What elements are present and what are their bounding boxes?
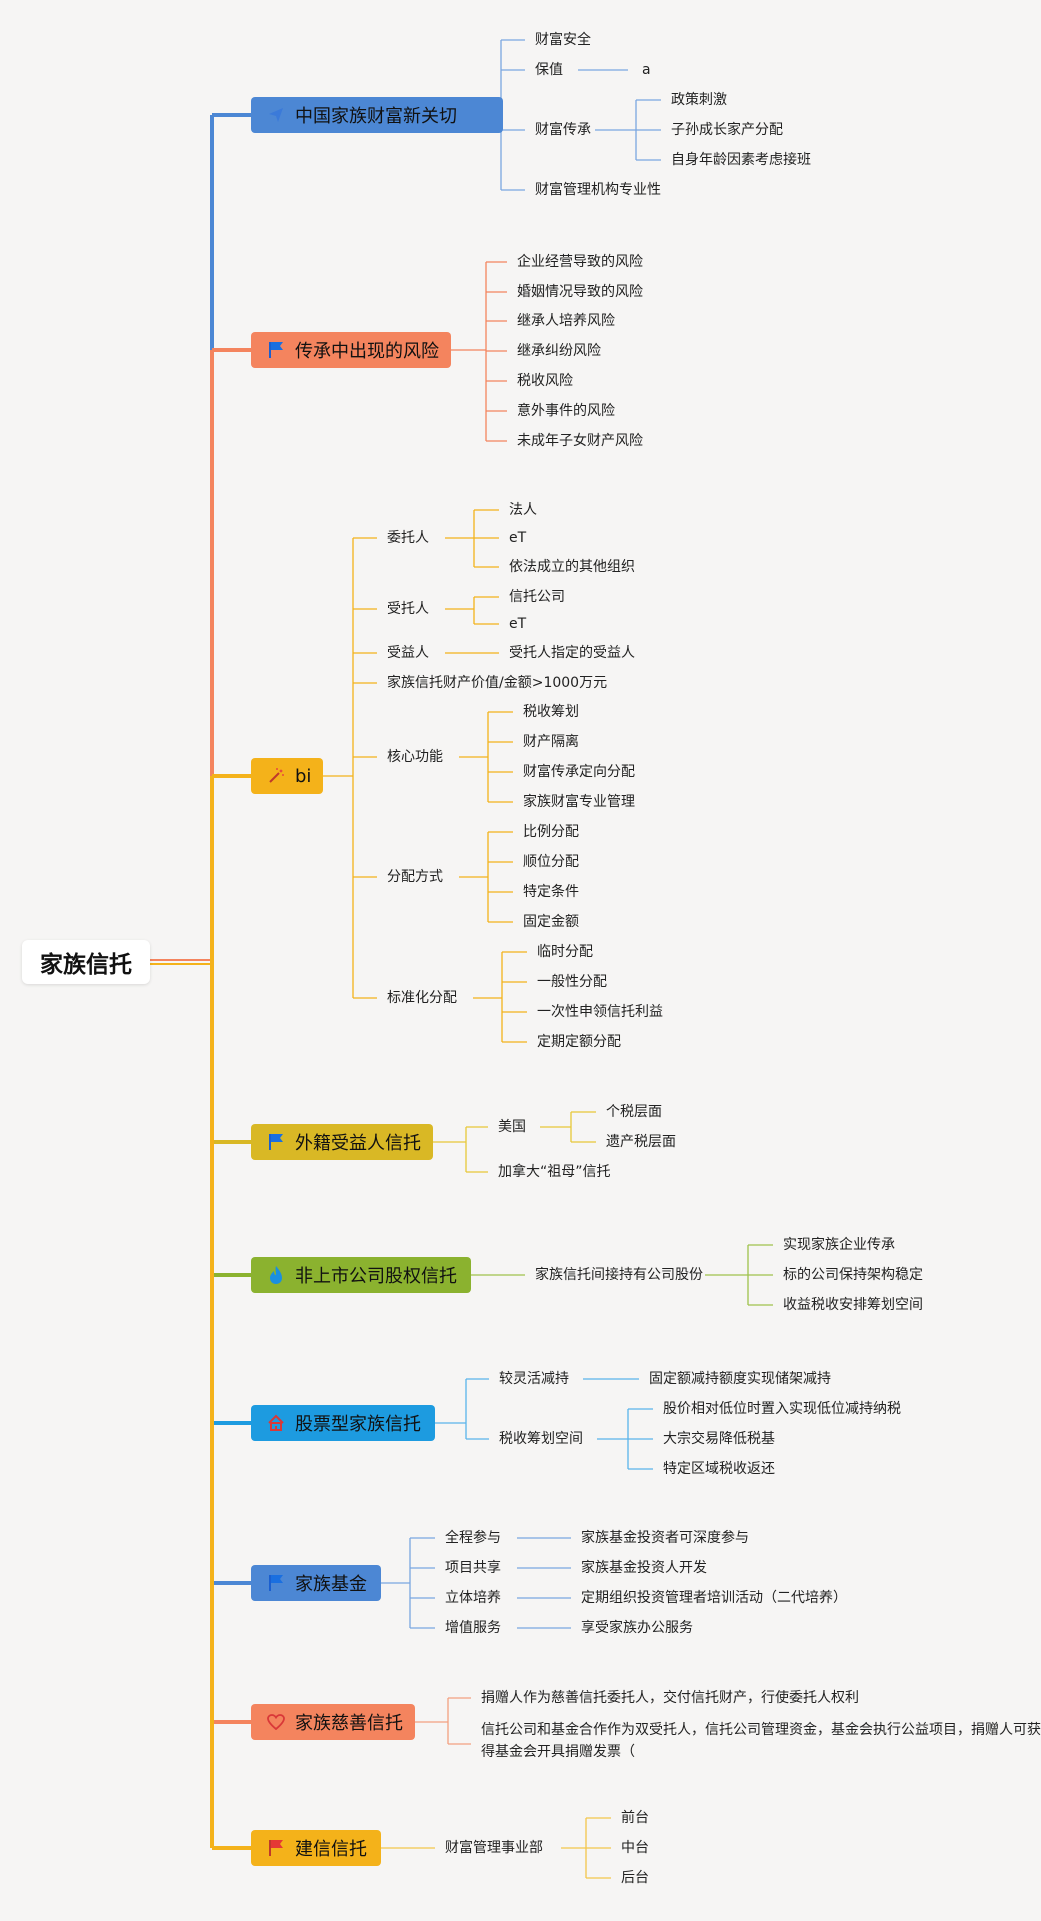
node-label[interactable]: 依法成立的其他组织 bbox=[509, 559, 635, 575]
node-label[interactable]: 全程参与 bbox=[445, 1530, 501, 1546]
node-label[interactable]: eT bbox=[509, 530, 527, 546]
node-label[interactable]: 财富传承定向分配 bbox=[523, 764, 635, 780]
node-label[interactable]: 子孙成长家产分配 bbox=[671, 122, 783, 138]
branch-label: bi bbox=[295, 765, 312, 787]
node-label[interactable]: 定期定额分配 bbox=[537, 1034, 621, 1050]
node-label[interactable]: 财富安全 bbox=[535, 32, 591, 48]
node-label[interactable]: 税收筹划 bbox=[523, 704, 579, 720]
branch-node[interactable]: bi bbox=[251, 758, 323, 794]
node-label[interactable]: 比例分配 bbox=[523, 824, 579, 840]
node-label[interactable]: 个税层面 bbox=[606, 1104, 662, 1120]
node-label[interactable]: 捐赠人作为慈善信托委托人，交付信托财产，行使委托人权利 bbox=[481, 1690, 859, 1706]
branch-label: 非上市公司股权信托 bbox=[295, 1266, 457, 1287]
node-label[interactable]: 固定额减持额度实现储架减持 bbox=[649, 1371, 831, 1387]
flag-icon bbox=[265, 1131, 287, 1153]
node-label[interactable]: 保值 bbox=[535, 62, 563, 78]
branch-label: 中国家族财富新关切 bbox=[295, 106, 457, 127]
node-label[interactable]: 大宗交易降低税基 bbox=[663, 1431, 775, 1447]
node-label[interactable]: 核心功能 bbox=[387, 749, 443, 765]
node-label[interactable]: a bbox=[642, 62, 651, 78]
node-label[interactable]: 增值服务 bbox=[445, 1620, 501, 1636]
node-label[interactable]: 未成年子女财产风险 bbox=[517, 433, 643, 449]
flag-icon bbox=[265, 339, 287, 361]
node-label[interactable]: 信托公司 bbox=[509, 589, 565, 605]
node-label[interactable]: 税收筹划空间 bbox=[499, 1431, 583, 1447]
node-label[interactable]: 标的公司保持架构稳定 bbox=[783, 1267, 923, 1283]
node-label[interactable]: 分配方式 bbox=[387, 869, 443, 885]
home-icon bbox=[265, 1412, 287, 1434]
node-label[interactable]: 特定条件 bbox=[523, 884, 579, 900]
flag-icon bbox=[265, 1572, 287, 1594]
node-label[interactable]: 财富管理事业部 bbox=[445, 1840, 543, 1856]
node-label[interactable]: 自身年龄因素考虑接班 bbox=[671, 152, 811, 168]
node-label[interactable]: 一般性分配 bbox=[537, 974, 607, 990]
magic-wand-icon bbox=[265, 765, 287, 787]
node-label[interactable]: 信托公司和基金合作作为双受托人，信托公司管理资金，基金会执行公益项目，捐赠人可获… bbox=[481, 1722, 1041, 1760]
node-label[interactable]: 委托人 bbox=[387, 530, 429, 546]
node-label[interactable]: 较灵活减持 bbox=[499, 1371, 569, 1387]
node-label[interactable]: 特定区域税收返还 bbox=[663, 1461, 775, 1477]
branch-label: 传承中出现的风险 bbox=[295, 341, 439, 362]
node-label[interactable]: 加拿大“祖母”信托 bbox=[498, 1164, 611, 1180]
paper-plane-icon bbox=[265, 104, 287, 126]
node-label[interactable]: 家族信托财产价值/金额>1000万元 bbox=[387, 675, 608, 691]
branch-node[interactable]: 中国家族财富新关切 bbox=[251, 97, 503, 133]
branch-label: 家族慈善信托 bbox=[295, 1713, 403, 1734]
node-label[interactable]: 继承纠纷风险 bbox=[517, 343, 601, 359]
branch-node[interactable]: 家族基金 bbox=[251, 1565, 381, 1601]
heart-icon bbox=[265, 1711, 287, 1733]
node-label[interactable]: 政策刺激 bbox=[671, 92, 727, 108]
flame-icon bbox=[265, 1264, 287, 1286]
node-label[interactable]: 税收风险 bbox=[517, 373, 573, 389]
node-label[interactable]: 继承人培养风险 bbox=[517, 313, 615, 329]
node-label[interactable]: 立体培养 bbox=[445, 1590, 501, 1606]
branch-label: 建信信托 bbox=[295, 1839, 367, 1860]
node-label[interactable]: eT bbox=[509, 616, 527, 632]
root-node[interactable]: 家族信托 bbox=[22, 940, 150, 984]
branch-label: 家族基金 bbox=[295, 1574, 367, 1595]
node-label[interactable]: 定期组织投资管理者培训活动（二代培养） bbox=[581, 1590, 847, 1606]
node-label[interactable]: 实现家族企业传承 bbox=[783, 1237, 895, 1253]
node-label[interactable]: 固定金额 bbox=[523, 914, 579, 930]
node-label[interactable]: 享受家族办公服务 bbox=[581, 1620, 693, 1636]
node-label[interactable]: 中台 bbox=[621, 1840, 649, 1856]
node-label[interactable]: 企业经营导致的风险 bbox=[517, 254, 643, 270]
node-label[interactable]: 后台 bbox=[621, 1870, 649, 1886]
node-label[interactable]: 家族财富专业管理 bbox=[523, 794, 635, 810]
node-label[interactable]: 意外事件的风险 bbox=[517, 403, 615, 419]
branch-node[interactable]: 股票型家族信托 bbox=[251, 1405, 435, 1441]
node-label[interactable]: 股价相对低位时置入实现低位减持纳税 bbox=[663, 1401, 901, 1417]
node-label[interactable]: 法人 bbox=[509, 502, 537, 518]
node-label[interactable]: 受托人指定的受益人 bbox=[509, 645, 635, 661]
branch-node[interactable]: 非上市公司股权信托 bbox=[251, 1257, 471, 1293]
node-label[interactable]: 顺位分配 bbox=[523, 854, 579, 870]
node-label[interactable]: 前台 bbox=[621, 1810, 649, 1826]
node-label[interactable]: 收益税收安排筹划空间 bbox=[783, 1297, 923, 1313]
node-label[interactable]: 财富管理机构专业性 bbox=[535, 182, 661, 198]
flag-icon bbox=[265, 1837, 287, 1859]
node-label[interactable]: 遗产税层面 bbox=[606, 1134, 676, 1150]
node-label[interactable]: 财产隔离 bbox=[523, 734, 579, 750]
node-label[interactable]: 婚姻情况导致的风险 bbox=[517, 284, 643, 300]
node-label[interactable]: 家族基金投资人开发 bbox=[581, 1560, 707, 1576]
node-label[interactable]: 临时分配 bbox=[537, 944, 593, 960]
branch-label: 外籍受益人信托 bbox=[295, 1133, 421, 1154]
node-label[interactable]: 财富传承 bbox=[535, 122, 591, 138]
node-label[interactable]: 受益人 bbox=[387, 645, 429, 661]
node-label[interactable]: 美国 bbox=[498, 1119, 526, 1135]
node-label[interactable]: 受托人 bbox=[387, 601, 429, 617]
node-label[interactable]: 标准化分配 bbox=[387, 990, 457, 1006]
branch-node[interactable]: 外籍受益人信托 bbox=[251, 1124, 433, 1160]
branch-node[interactable]: 传承中出现的风险 bbox=[251, 332, 451, 368]
node-label[interactable]: 家族信托间接持有公司股份 bbox=[535, 1267, 703, 1283]
node-label[interactable]: 一次性申领信托利益 bbox=[537, 1004, 663, 1020]
node-label[interactable]: 项目共享 bbox=[445, 1560, 501, 1576]
node-label[interactable]: 家族基金投资者可深度参与 bbox=[581, 1530, 749, 1546]
branch-node[interactable]: 家族慈善信托 bbox=[251, 1704, 415, 1740]
branch-label: 股票型家族信托 bbox=[295, 1414, 421, 1435]
branch-node[interactable]: 建信信托 bbox=[251, 1830, 381, 1866]
